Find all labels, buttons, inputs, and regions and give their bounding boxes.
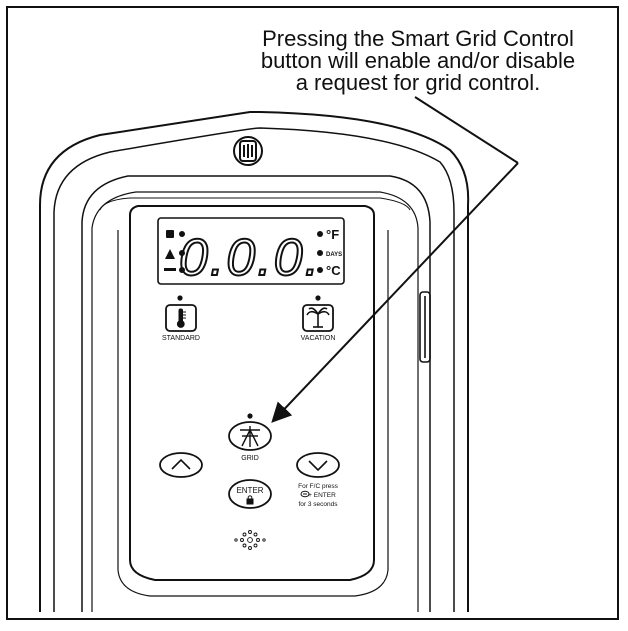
enter-button[interactable]: ENTER [228,479,272,509]
device-housing [39,111,470,612]
note-line3: for 3 seconds [298,501,338,508]
figure-frame [6,6,619,620]
grid-small-icon [300,490,310,498]
down-button[interactable] [296,452,340,478]
enter-label: ENTER [236,486,263,495]
front-panel [117,205,389,597]
days-indicator: DAYS [326,252,342,258]
smart-grid-button[interactable]: GRID [228,413,272,462]
callout-line1: Pressing the Smart Grid Control [262,26,574,51]
vacation-led [315,295,321,301]
callout: Pressing the Smart Grid Control button w… [261,26,575,95]
chevron-up-icon [171,458,191,470]
vacation-button[interactable]: VACATION [301,295,336,342]
celsius-indicator: °C [326,263,341,278]
thermometer-icon [176,308,186,328]
standard-button[interactable]: STANDARD [162,295,200,342]
palm-tree-icon [306,307,330,328]
lock-icon [246,495,254,505]
side-switch [419,291,431,363]
lcd-display: 0.0.0. °F DAYS °C [157,217,345,288]
chevron-down-icon [308,460,328,472]
grid-label: GRID [241,455,259,462]
callout-line3: a request for grid control. [296,70,541,95]
up-button[interactable] [159,452,203,478]
status-icons [164,230,185,273]
fahrenheit-indicator: °F [326,227,339,242]
callout-line2: button will enable and/or disable [261,48,575,73]
smart-grid-icon [240,426,260,447]
callout-leader [271,96,519,423]
display-digits: 0.0.0. [179,229,321,287]
vacation-label: VACATION [301,335,336,342]
speaker-icon [234,530,266,550]
standard-led [177,295,183,301]
note-line1: For F/C press [298,483,338,490]
note-line2: + ENTER [308,492,336,499]
grid-led [247,413,253,419]
fc-note: For F/C press + ENTER for 3 seconds [298,483,338,508]
unit-indicators [317,231,323,273]
screw-knob-icon [233,136,263,166]
standard-label: STANDARD [162,335,200,342]
